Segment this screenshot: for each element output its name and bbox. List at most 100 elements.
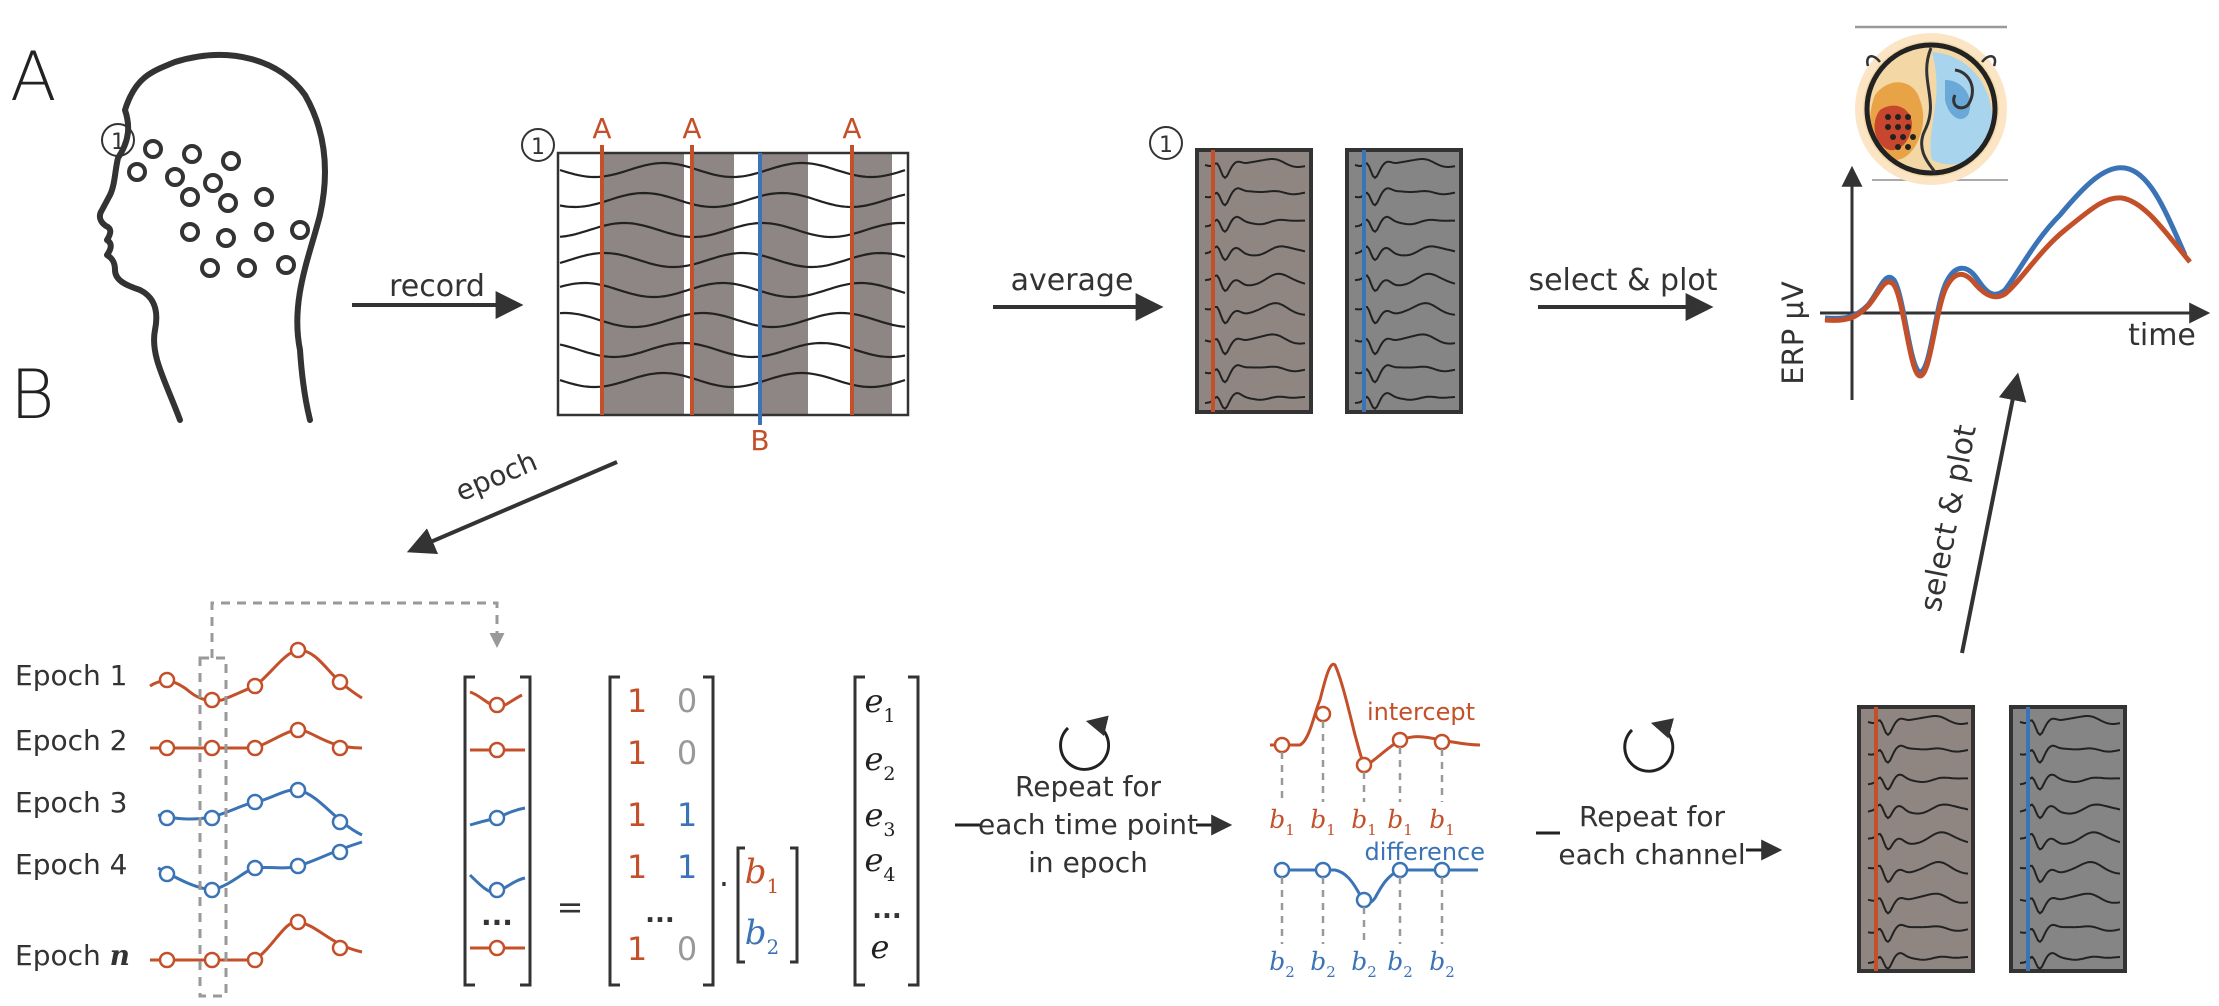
repeat-channel-line1: Repeat for (1579, 800, 1725, 833)
time-point-selection (198, 601, 505, 998)
erp-channel-trace (1867, 773, 1968, 791)
design-zero: 0 (677, 682, 697, 720)
erp-channel-trace (1204, 272, 1306, 293)
vector-ellipsis: ... (481, 899, 513, 932)
erp-channel-trace (1204, 158, 1306, 180)
erp-channel-trace (1867, 831, 1969, 851)
eeg-channel-trace (559, 221, 906, 239)
erp-channel-trace (2019, 715, 2121, 737)
svg-text:b1: b1 (1269, 805, 1295, 839)
eeg-channel-trace (559, 251, 906, 269)
erp-channel-trace (1204, 333, 1306, 356)
select-plot-arrow: select & plot (1528, 263, 1718, 321)
beta-vector: b1 b2 (736, 846, 799, 964)
plot-xlabel: time (2128, 318, 2196, 353)
erp-panel-condition-a (1195, 148, 1313, 414)
beta-panel-intercept (1857, 705, 1975, 973)
equals-sign: = (557, 888, 584, 926)
repeat-channel-line2: each channel (1558, 838, 1745, 871)
erp-channel-trace (1867, 715, 1969, 737)
svg-text:b2: b2 (1351, 947, 1377, 981)
svg-text:e1: e1 (864, 682, 895, 727)
panel-a-label: A (10, 38, 57, 117)
head-with-electrodes-icon (96, 52, 328, 423)
design-zero: 0 (677, 734, 697, 772)
eeg-channel-trace (559, 371, 906, 389)
erp-channel-trace (1354, 272, 1456, 293)
beta-time-courses: intercept difference b1 b1 b1 b1 b1 b2 b… (1269, 662, 1485, 981)
error-vector: e1 e2 e3 e4 ... e (853, 675, 920, 987)
average-arrow: average (993, 263, 1164, 321)
svg-text:b2: b2 (1310, 947, 1336, 981)
record-arrow: record (352, 269, 524, 319)
design-one-blue: 1 (677, 848, 697, 886)
epoch-label-1: Epoch 1 (15, 659, 127, 692)
erp-channel-trace (2019, 860, 2121, 884)
erp-channel-trace (1204, 215, 1305, 233)
design-ellipsis: ... (645, 899, 675, 929)
erp-channel-trace (2019, 773, 2120, 791)
svg-text:e3: e3 (864, 796, 895, 841)
design-one: 1 (627, 682, 647, 720)
beta-panel-difference (2009, 705, 2127, 973)
circled-one-marker: 1 (101, 123, 135, 157)
svg-text:b1: b1 (1310, 805, 1336, 839)
average-label: average (1011, 263, 1134, 298)
event-a-label: A (592, 112, 611, 145)
svg-text:b2: b2 (1387, 947, 1413, 981)
eeg-channel-trace (559, 281, 906, 299)
repeat-time-line3: in epoch (1028, 846, 1148, 879)
svg-text:...: ... (872, 895, 902, 925)
eeg-channel-trace (559, 191, 906, 209)
select-plot-label: select & plot (1528, 263, 1717, 298)
epoch-traces (149, 641, 363, 969)
event-a-label: A (682, 112, 701, 145)
erp-channel-trace (1354, 187, 1456, 207)
erp-channel-trace (1204, 391, 1306, 410)
difference-label: difference (1365, 838, 1485, 866)
svg-text:b1: b1 (1429, 805, 1455, 839)
select-plot-vertical-arrow: select & plot (1913, 372, 2027, 654)
erp-curve-condition-b (1824, 165, 2188, 375)
eeg-channel-trace (559, 161, 906, 179)
event-b-label: B (750, 424, 769, 457)
erp-channel-trace (1204, 364, 1306, 384)
svg-text:1: 1 (531, 135, 545, 160)
epoch-label-4: Epoch 4 (15, 848, 127, 881)
erp-channel-trace (1867, 923, 1969, 944)
repeat-channel: Repeat for each channel (1536, 718, 1783, 871)
design-zero: 0 (677, 930, 697, 968)
design-matrix: 1 0 1 0 1 1 1 1 ... 1 0 (608, 675, 715, 987)
repeat-time-line1: Repeat for (1015, 770, 1161, 803)
continuous-eeg-recording: A A A B (556, 112, 910, 457)
svg-text:e: e (871, 928, 890, 966)
design-one: 1 (627, 930, 647, 968)
erp-channel-trace (1354, 391, 1456, 410)
svg-text:b1: b1 (1351, 805, 1377, 839)
eeg-channel-trace (559, 311, 906, 329)
erp-channel-trace (1354, 302, 1456, 325)
erp-plot: ERP µV time (1776, 165, 2211, 400)
record-label: record (389, 269, 485, 304)
erp-channel-trace (1204, 187, 1306, 207)
event-a-label: A (842, 112, 861, 145)
erp-channel-trace (2019, 923, 2121, 944)
repeat-time-line2: each time point (978, 808, 1198, 841)
y-vector: ... (463, 675, 532, 987)
erp-channel-trace (1204, 302, 1306, 325)
epoch-labels: Epoch 1 Epoch 2 Epoch 3 Epoch 4 Epoch n (15, 659, 130, 972)
erp-channel-trace (1867, 744, 1969, 764)
intercept-label: intercept (1367, 698, 1475, 726)
multiply-dot: · (719, 865, 729, 903)
repeat-time-point: Repeat for each time point in epoch (955, 715, 1233, 879)
erp-channel-trace (1867, 803, 1969, 820)
svg-text:b1: b1 (745, 852, 780, 898)
design-one-blue: 1 (677, 796, 697, 834)
svg-text:b2: b2 (1429, 947, 1455, 981)
erp-channel-trace (2019, 951, 2121, 970)
svg-text:e2: e2 (864, 740, 895, 785)
plot-ylabel: ERP µV (1776, 281, 1810, 385)
epoch-label-3: Epoch 3 (15, 786, 127, 819)
erp-channel-trace (1354, 245, 1456, 262)
